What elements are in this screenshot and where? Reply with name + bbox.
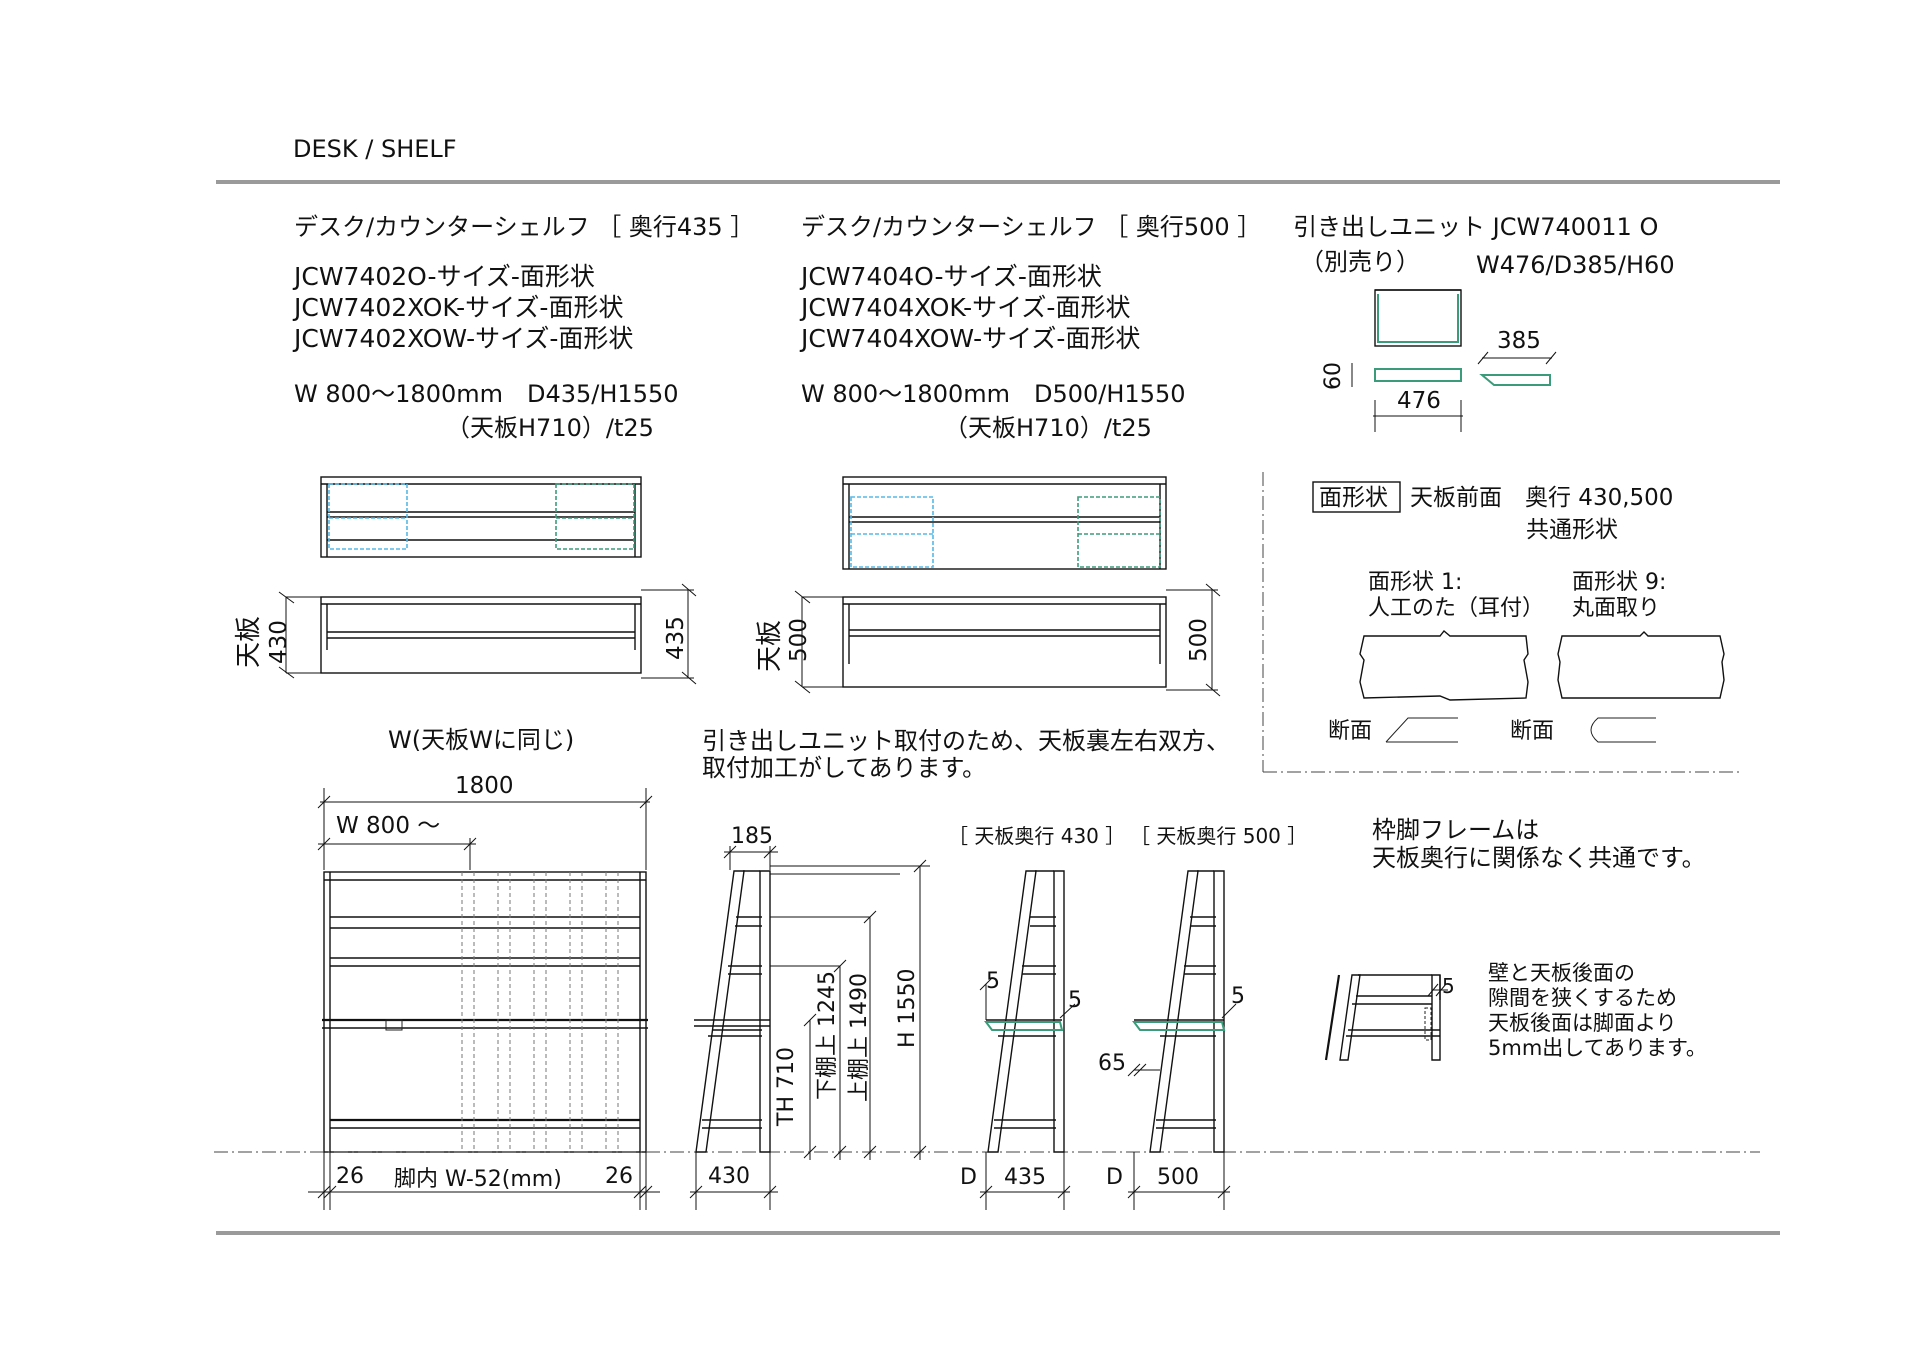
page-title: DESK / SHELF: [293, 135, 457, 163]
depth-dim-5c: 5: [1231, 984, 1245, 1009]
left-product-size-2: （天板H710）/t25: [446, 414, 654, 442]
left-top-view: [320, 476, 642, 558]
depth-d1: D: [960, 1165, 977, 1190]
left-tabletop-view: [278, 583, 697, 685]
front-dim-1800: 1800: [455, 773, 514, 799]
left-dim-435: 435: [663, 616, 689, 660]
side-dim-185: 185: [731, 824, 773, 849]
left-product-code-2: JCW7402XOK-サイズ-面形状: [292, 293, 623, 322]
drawer-note-line2: 取付加工がしてあります。: [702, 754, 986, 782]
depth-label-500: ［ 天板奥行 500 ］: [1130, 824, 1307, 848]
mid-dim-500b: 500: [1186, 618, 1212, 662]
depth-dim-5b: 5: [1068, 988, 1082, 1013]
drawer-plan: [1374, 289, 1462, 347]
mid-product-size-2: （天板H710）/t25: [944, 414, 1152, 442]
mid-product-size: W 800〜1800mm D500/H1550: [801, 380, 1186, 408]
wall-note-line1: 壁と天板後面の: [1488, 961, 1635, 985]
side-view-430: [979, 870, 1076, 1210]
depth-dim-435: 435: [1004, 1165, 1046, 1190]
edge-shape9-title: 面形状 9:: [1572, 570, 1666, 595]
wall-detail: [1324, 974, 1448, 1061]
left-dim-430: 430: [266, 620, 292, 664]
wall-note-line3: 天板後面は脚面より: [1488, 1011, 1677, 1035]
wall-note-line4: 5mm出してあります。: [1488, 1036, 1707, 1060]
mid-dim-500a: 500: [786, 618, 812, 662]
mid-product-spec: デスク/カウンターシェルフ ［ 奥行500 ］ JCW7404O-サイズ-面形状…: [799, 213, 1261, 442]
front-w-label: W(天板Wに同じ): [388, 726, 574, 754]
front-dim-w800: W 800 〜: [336, 813, 440, 839]
mid-top-view: [842, 476, 1167, 570]
frame-note-line2: 天板奥行に関係なく共通です。: [1372, 844, 1706, 872]
front-dim-26a: 26: [336, 1164, 364, 1189]
mid-product-code-3: JCW7404XOW-サイズ-面形状: [799, 324, 1140, 353]
side-h: H 1550: [895, 968, 920, 1048]
side-upper-shelf: 上棚上 1490: [847, 973, 872, 1102]
edge-line2: 共通形状: [1526, 517, 1618, 543]
mid-product-title: デスク/カウンターシェルフ ［ 奥行500 ］: [801, 213, 1261, 241]
mid-product-code-1: JCW7404O-サイズ-面形状: [799, 262, 1102, 291]
drawer-title: 引き出しユニット JCW740011 O: [1293, 213, 1658, 241]
mid-product-code-2: JCW7404XOK-サイズ-面形状: [799, 293, 1130, 322]
side-elevation: 185: [689, 824, 930, 1210]
mid-tenban-label: 天板: [755, 620, 785, 672]
drawer-front: [1374, 368, 1462, 382]
left-product-spec: デスク/カウンターシェルフ ［ 奥行435 ］ JCW7402O-サイズ-面形状…: [292, 213, 754, 442]
edge-section1-label: 断面: [1328, 719, 1372, 744]
wall-dim-5: 5: [1442, 974, 1455, 998]
drawer-dim-60: 60: [1321, 362, 1346, 390]
edge-shape1-title: 面形状 1:: [1368, 570, 1462, 595]
frame-note-line1: 枠脚フレームは: [1372, 816, 1539, 844]
left-tenban-label: 天板: [234, 616, 264, 668]
left-product-size: W 800〜1800mm D435/H1550: [294, 380, 679, 408]
drawer-dim-476: 476: [1397, 388, 1441, 414]
depth-label-430: ［ 天板奥行 430 ］: [948, 824, 1125, 848]
edge-shape9-desc: 丸面取り: [1572, 596, 1660, 621]
drawer-dim-385: 385: [1497, 328, 1541, 354]
depth-dim-65: 65: [1098, 1051, 1126, 1076]
drawer-side: [1479, 374, 1551, 386]
drawer-size: W476/D385/H60: [1476, 251, 1675, 279]
edge-badge: 面形状: [1319, 485, 1388, 511]
edge-line1: 天板前面 奥行 430,500: [1410, 485, 1673, 511]
mid-tabletop-view: [794, 583, 1221, 697]
front-dim-26b: 26: [605, 1164, 633, 1189]
drawer-sub: （別売り）: [1300, 248, 1420, 276]
wall-note-line2: 隙間を狭くするため: [1488, 986, 1677, 1010]
edge-badge-box: [1312, 481, 1401, 513]
left-product-title: デスク/カウンターシェルフ ［ 奥行435 ］: [294, 213, 754, 241]
edge-section2-label: 断面: [1510, 719, 1554, 744]
depth-dim-5a: 5: [986, 969, 1000, 994]
edge-shape1-section: [1359, 630, 1529, 701]
depth-dim-500: 500: [1157, 1165, 1199, 1190]
edge-shape-panel: 面形状 天板前面 奥行 430,500 共通形状 面形状 1: 人工のた（耳付）…: [1312, 481, 1725, 744]
left-product-code-3: JCW7402XOW-サイズ-面形状: [292, 324, 633, 353]
depth-d2: D: [1106, 1165, 1123, 1190]
drawer-note-line1: 引き出しユニット取付のため、天板裏左右双方、: [702, 727, 1230, 755]
side-lower-shelf: 下棚上 1245: [815, 971, 840, 1100]
front-elevation: [322, 871, 648, 1153]
edge-shape1-desc: 人工のた（耳付）: [1368, 596, 1544, 621]
side-th: TH 710: [774, 1047, 799, 1127]
left-product-code-1: JCW7402O-サイズ-面形状: [292, 262, 595, 291]
drawer-unit: 引き出しユニット JCW740011 O （別売り） W476/D385/H60…: [1293, 213, 1675, 432]
side-dim-430: 430: [708, 1164, 750, 1189]
front-inner-width: 脚内 W-52(mm): [394, 1167, 562, 1192]
edge-shape9-section: [1557, 631, 1725, 699]
side-view-500: [1127, 870, 1237, 1210]
